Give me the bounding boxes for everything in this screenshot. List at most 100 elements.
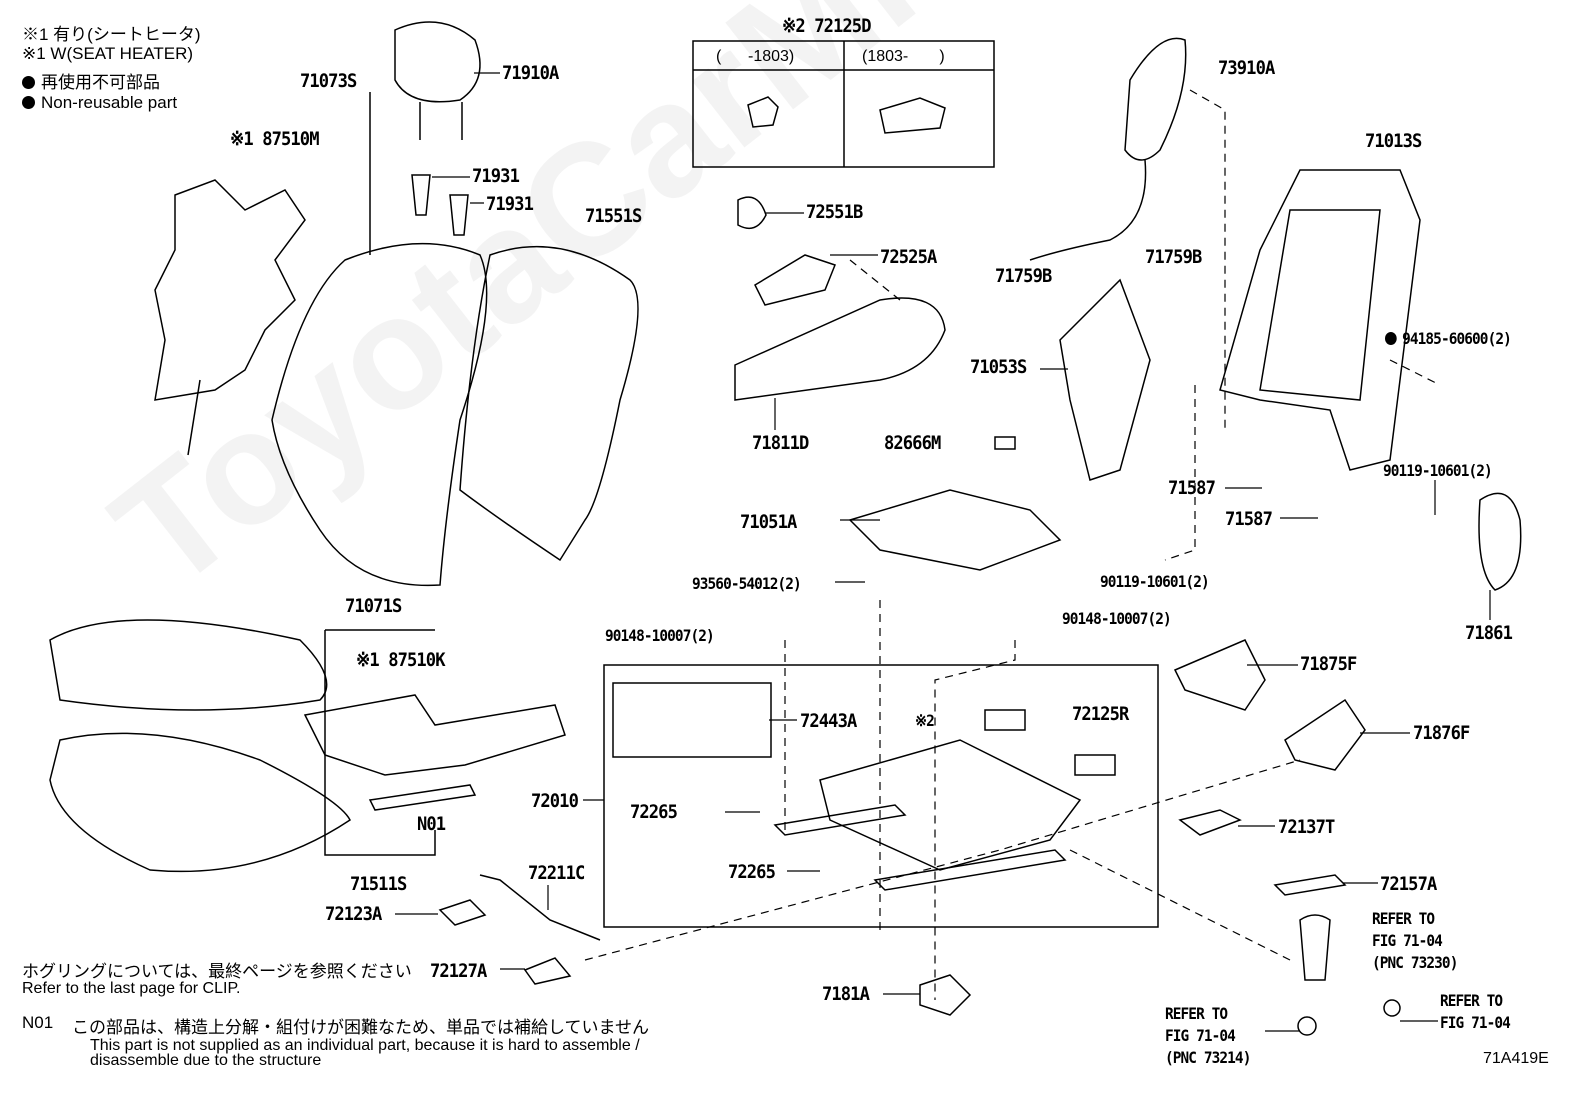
part-label[interactable]: 72157A: [1380, 873, 1437, 895]
refer-pnc-73230[interactable]: REFER TO FIG 71-04 (PNC 73230): [1372, 908, 1458, 974]
refer-line: FIG 71-04: [1165, 1026, 1236, 1045]
part-72211c: [479, 874, 601, 941]
part-72125d-small: [984, 709, 1026, 731]
part-72137t: [1178, 809, 1242, 836]
part-label[interactable]: 71053S: [970, 356, 1027, 378]
part-label[interactable]: 90148-10007(2): [1062, 609, 1172, 628]
non-reusable-dot-icon: [22, 76, 35, 89]
part-label[interactable]: 71511S: [350, 873, 407, 895]
part-label[interactable]: 71587: [1225, 508, 1273, 530]
legend-non-reusable-jp: 再使用不可部品: [22, 68, 160, 93]
part-label[interactable]: 72211C: [528, 862, 585, 884]
part-label[interactable]: 90119-10601(2): [1100, 572, 1210, 591]
refer-line: FIG 71-04: [1372, 931, 1443, 950]
part-label[interactable]: 71051A: [740, 511, 797, 533]
part-label[interactable]: 71876F: [1413, 722, 1470, 744]
inset-box-72443a: [612, 682, 772, 758]
part-label[interactable]: 71013S: [1365, 130, 1422, 152]
part-label[interactable]: 72265: [630, 801, 678, 823]
part-82666m: [994, 436, 1016, 450]
part-72551b: [737, 196, 767, 230]
n01-note-en-2: disassemble due to the structure: [90, 1052, 322, 1069]
part-label[interactable]: 71931: [472, 165, 520, 187]
part-label[interactable]: 82666M: [884, 432, 941, 454]
part-72127a: [523, 957, 572, 985]
part-label[interactable]: 90148-10007(2): [605, 626, 715, 645]
part-71073s: [271, 242, 488, 587]
part-n01: [368, 784, 477, 811]
part-71511s: [49, 732, 351, 873]
part-71071s: [49, 619, 328, 711]
part-label[interactable]: 72265: [728, 861, 776, 883]
part-71876f: [1284, 698, 1366, 771]
refer-line: REFER TO: [1372, 909, 1435, 928]
n01-note-jp: この部品は、構造上分解・組付けが困難なため、単品では補給していません: [72, 1018, 649, 1037]
part-7181a: [919, 974, 972, 1016]
refer-line: (PNC 73214): [1165, 1048, 1251, 1067]
legend-non-reusable-en: Non-reusable part: [22, 93, 177, 113]
part-73910a: [1124, 37, 1187, 161]
part-label[interactable]: 71931: [486, 193, 534, 215]
refer-line: REFER TO: [1165, 1004, 1228, 1023]
legend-text: Non-reusable part: [41, 93, 178, 112]
part-72010-frame: [819, 739, 1082, 871]
clip-note-jp: ホグリングについては、最終ページを参照ください: [22, 962, 412, 981]
part-label[interactable]: 71071S: [345, 595, 402, 617]
refer-pnc-73214[interactable]: REFER TO FIG 71-04 (PNC 73214): [1165, 1003, 1251, 1069]
part-72123a: [438, 899, 487, 926]
part-label[interactable]: 71073S: [300, 70, 357, 92]
part-label-non-reusable[interactable]: 94185-60600(2): [1385, 329, 1512, 348]
legend-text: 再使用不可部品: [41, 73, 160, 92]
part-72125d-old: [747, 96, 779, 128]
part-71875f: [1173, 639, 1266, 711]
part-label[interactable]: ※1 87510M: [230, 128, 319, 150]
legend-seat-heater-en: ※1 W(SEAT HEATER): [22, 44, 194, 63]
part-label[interactable]: 71811D: [752, 432, 809, 454]
part-71931: [411, 174, 431, 216]
part-label[interactable]: 71759B: [995, 265, 1052, 287]
part-label[interactable]: 71587: [1168, 477, 1216, 499]
part-label[interactable]: 72010: [531, 790, 579, 812]
part-label[interactable]: 71910A: [502, 62, 559, 84]
assembly-box-72010: [603, 664, 1159, 928]
part-label[interactable]: ※2: [915, 711, 935, 730]
part-label[interactable]: 71875F: [1300, 653, 1357, 675]
part-71051a: [848, 489, 1062, 571]
part-71861: [1478, 492, 1522, 591]
part-label[interactable]: ※1 87510K: [356, 649, 445, 671]
refer-fig-71-04[interactable]: REFER TO FIG 71-04: [1440, 990, 1511, 1034]
refer-line: (PNC 73230): [1372, 953, 1458, 972]
part-71053s: [1059, 278, 1151, 481]
legend-seat-heater-jp: ※1 有り(シートヒータ): [22, 25, 201, 44]
part-label[interactable]: 72525A: [880, 246, 937, 268]
part-label[interactable]: 72551B: [806, 201, 863, 223]
part-label[interactable]: 7181A: [822, 983, 870, 1005]
inset-title: ※2 72125D: [782, 15, 871, 37]
non-reusable-dot-icon: [22, 96, 35, 109]
part-label[interactable]: 71759B: [1145, 246, 1202, 268]
part-71811d: [734, 297, 946, 401]
part-label[interactable]: 72443A: [800, 710, 857, 732]
part-87510k: [303, 694, 566, 776]
part-label[interactable]: 72125R: [1072, 703, 1129, 725]
inset-col-old: ( -1803): [716, 48, 795, 65]
part-label[interactable]: 71551S: [585, 205, 642, 227]
inset-col-new: (1803- ): [862, 48, 945, 65]
part-label[interactable]: 71861: [1465, 622, 1513, 644]
part-label[interactable]: 72127A: [430, 960, 487, 982]
part-label[interactable]: 90119-10601(2): [1383, 461, 1493, 480]
part-71551s: [459, 245, 639, 562]
part-label[interactable]: 93560-54012(2): [692, 574, 802, 593]
part-71910a: [394, 21, 481, 103]
n01-code: N01: [22, 1013, 54, 1032]
part-label[interactable]: 72123A: [325, 903, 382, 925]
part-71013s: [1219, 169, 1421, 471]
part-label[interactable]: 72137T: [1278, 816, 1335, 838]
part-label[interactable]: 73910A: [1218, 57, 1275, 79]
part-label[interactable]: N01: [417, 813, 446, 835]
part-72125r: [1074, 754, 1116, 776]
figure-id: 71A419E: [1483, 1050, 1549, 1067]
part-label-text: 94185-60600(2): [1402, 329, 1512, 348]
